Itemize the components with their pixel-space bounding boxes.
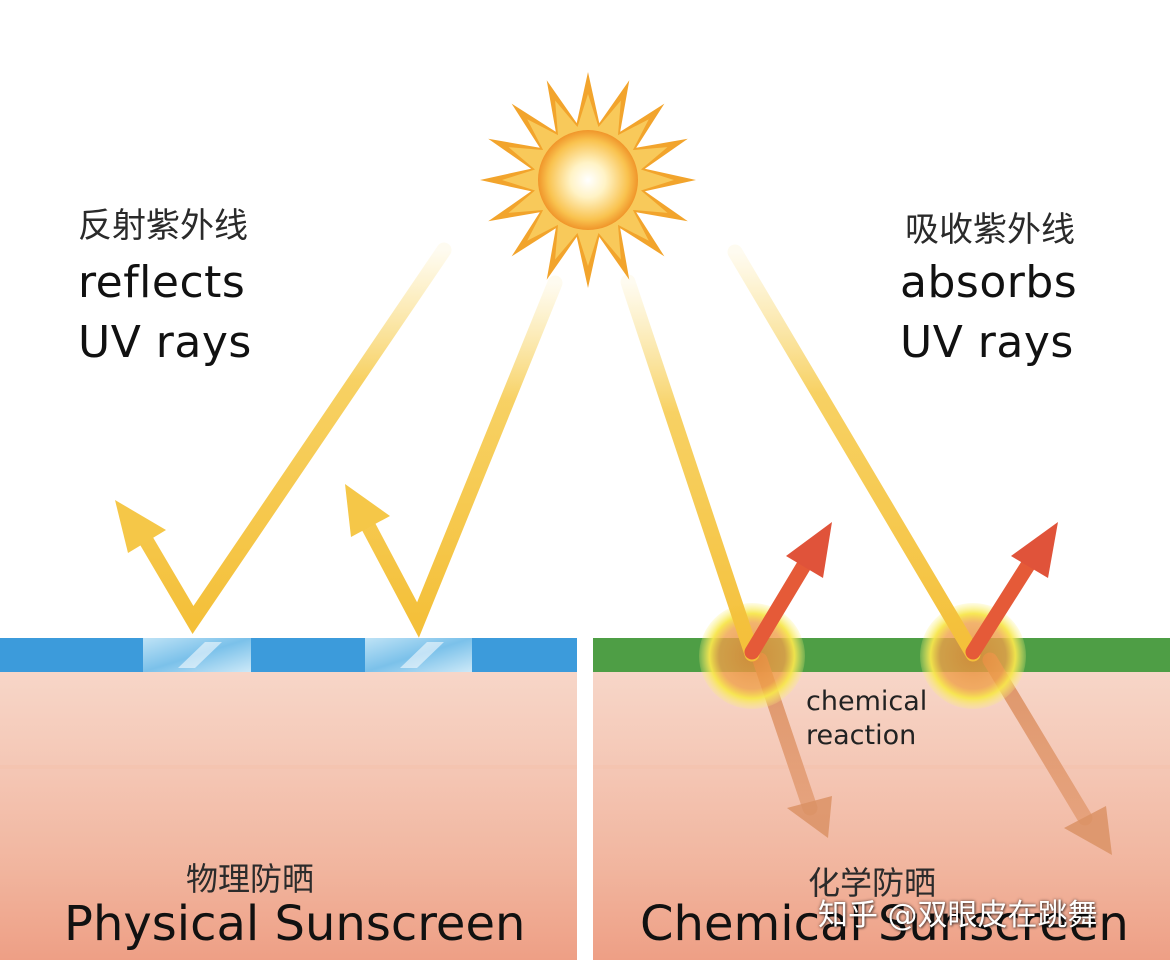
reaction-label-line2: reaction — [806, 720, 917, 751]
skin-band-left — [0, 765, 577, 769]
incoming-ray-2 — [727, 244, 981, 662]
sun-core — [538, 130, 638, 230]
right-cn-title: 吸收紫外线 — [905, 210, 1075, 250]
reflected-ray-1-head — [115, 500, 166, 553]
chemical-en-label: Chemical Sunscreen — [640, 896, 1129, 952]
physical-cn-label: 物理防晒 — [186, 860, 315, 898]
emitted-arrow-1 — [744, 522, 832, 660]
physical-en-label: Physical Sunscreen — [64, 896, 526, 952]
skin-panel-left — [0, 672, 577, 960]
reflected-ray-2 — [356, 275, 563, 638]
skin-band-right — [593, 765, 1170, 769]
reaction-label-line1: chemical — [806, 686, 928, 717]
left-en-title-line2: UV rays — [78, 317, 252, 368]
panel-divider — [577, 640, 593, 960]
glass-shine-2 — [400, 642, 444, 668]
left-en-title-line1: reflects — [78, 257, 246, 308]
chemical-layer — [593, 638, 1170, 672]
chemical-cn-label: 化学防晒 — [808, 864, 937, 902]
incoming-ray-1 — [620, 274, 760, 662]
glass-shine-1 — [178, 642, 222, 668]
right-en-title-line1: absorbs — [900, 257, 1078, 308]
right-en-title-line2: UV rays — [900, 317, 1074, 368]
reflected-ray-1 — [132, 242, 452, 635]
left-cn-title: 反射紫外线 — [78, 206, 248, 246]
watermark: 知乎 @双眼皮在跳舞 — [818, 898, 1098, 933]
reflected-ray-2-head — [345, 484, 390, 537]
skin-panel-right — [593, 672, 1170, 960]
physical-layer — [0, 638, 577, 672]
emitted-arrow-2 — [965, 522, 1058, 660]
sun-icon — [480, 72, 696, 288]
